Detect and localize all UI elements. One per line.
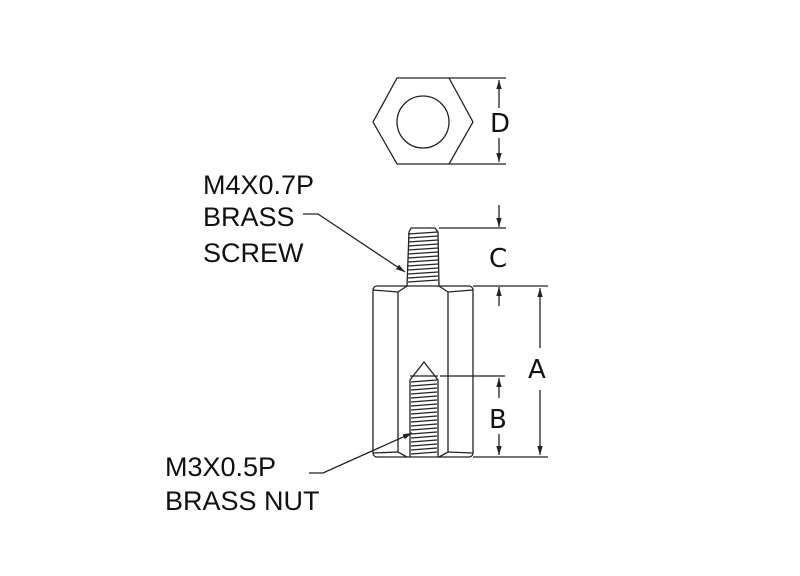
thread-line [410, 379, 438, 383]
dimension-c-label: C [489, 244, 507, 274]
thread-line [410, 411, 438, 415]
thread-line [407, 235, 439, 239]
thread-line [407, 255, 439, 259]
screw-material: BRASS [203, 202, 295, 232]
screw-thread [406, 227, 440, 287]
nut-label: M3X0.5P BRASS NUT [165, 452, 320, 516]
thread-line [410, 435, 438, 439]
thread-line [407, 243, 439, 247]
screw-spec: M4X0.7P [203, 170, 314, 200]
thread-line [407, 263, 439, 267]
thread-line [407, 247, 439, 251]
thread-line [407, 251, 439, 255]
hex-top-view: D [372, 77, 510, 165]
thread-line [410, 423, 438, 427]
thread-line [407, 271, 439, 275]
thread-line [407, 239, 439, 243]
nut-material: BRASS NUT [165, 486, 320, 516]
thread-line [410, 439, 438, 443]
thread-line [410, 451, 438, 455]
thread-line [410, 403, 438, 407]
thread-line [410, 399, 438, 403]
screw-type: SCREW [203, 238, 304, 268]
thread-line [407, 275, 439, 279]
thread-line [410, 427, 438, 431]
thread-line [407, 279, 439, 283]
internal-thread [409, 360, 439, 457]
standoff-body [372, 285, 474, 458]
thread-line [407, 231, 439, 235]
thread-line [410, 387, 438, 391]
thread-line [410, 415, 438, 419]
thread-line [410, 383, 438, 387]
thread-line [410, 431, 438, 435]
thread-line [410, 447, 438, 451]
dimension-a-label: A [528, 355, 546, 385]
nut-spec: M3X0.5P [165, 452, 276, 482]
screw-label: M4X0.7P BRASS SCREW [203, 170, 314, 268]
thread-line [410, 395, 438, 399]
leader-lines [303, 213, 413, 474]
dimension-d-label: D [490, 109, 510, 139]
thread-line [410, 391, 438, 395]
thread-line [407, 267, 439, 271]
thread-line [410, 443, 438, 447]
dimension-b-label: B [489, 405, 507, 435]
thread-line [410, 407, 438, 411]
thread-line [407, 259, 439, 263]
dimension-lines: C A B [439, 205, 548, 458]
thread-line [410, 419, 438, 423]
